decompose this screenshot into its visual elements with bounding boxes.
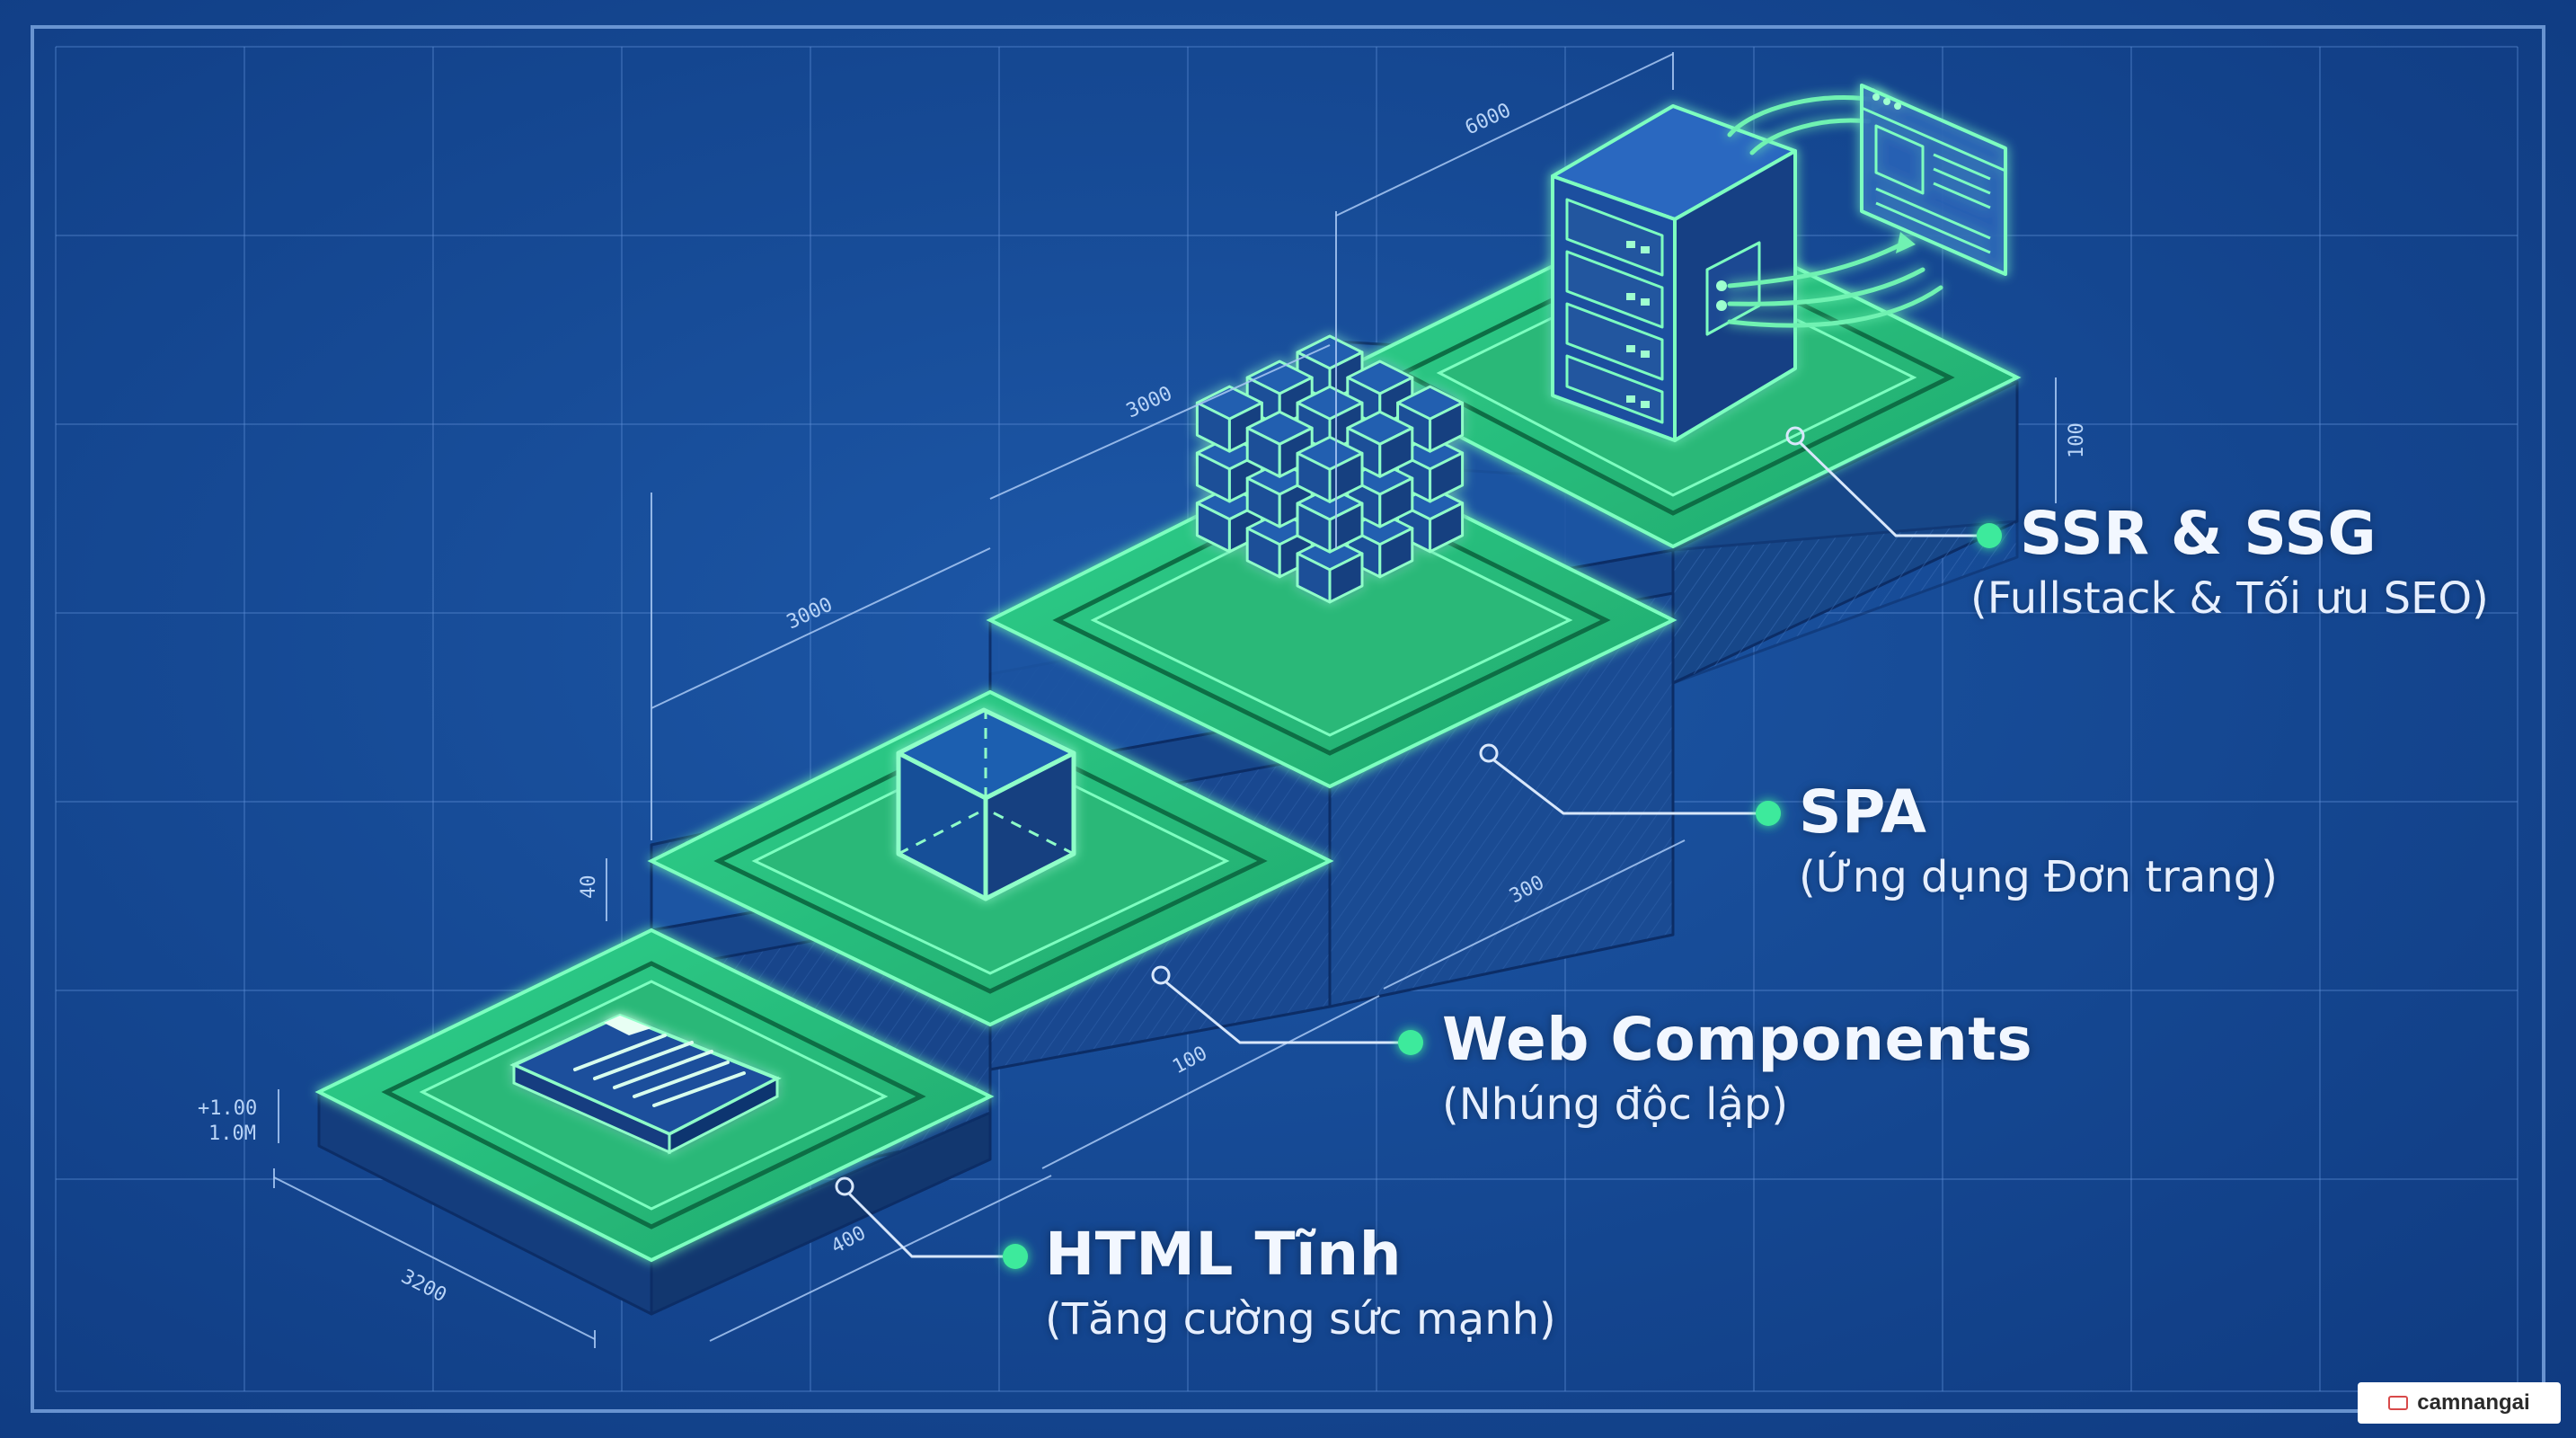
leader-lines xyxy=(835,426,1986,1258)
label-spa: SPA (Ứng dụng Đơn trang) xyxy=(1799,777,2278,906)
step-title: SSR & SSG xyxy=(2020,499,2377,568)
browser-window xyxy=(1860,84,2007,276)
dim-base-height: 1.0M xyxy=(208,1123,256,1145)
step-subtitle: (Fullstack & Tối ưu SEO) xyxy=(1970,573,2489,624)
outer-frame xyxy=(31,25,2545,1413)
dimension-lines xyxy=(273,52,2057,1348)
label-ssr-ssg: SSR & SSG (Fullstack & Tối ưu SEO) xyxy=(1970,498,2489,627)
label-web-components: Web Components (Nhúng độc lập) xyxy=(1442,1004,2032,1133)
step-subtitle: (Nhúng độc lập) xyxy=(1442,1079,1789,1130)
small-cube-icon xyxy=(1245,360,1314,428)
server-browser-icon xyxy=(1551,84,2007,442)
watermark-badge: camnangai xyxy=(2358,1382,2561,1424)
step-title: Web Components xyxy=(1442,1005,2033,1074)
book-logo-icon xyxy=(2388,1396,2409,1410)
step-title: SPA xyxy=(1799,777,1927,847)
dim-top-height: 100 xyxy=(2066,422,2088,458)
dim-base-width: 3200 xyxy=(397,1265,450,1307)
dim-base-offset: +1.00 xyxy=(198,1097,257,1120)
step-subtitle: (Ứng dụng Đơn trang) xyxy=(1799,852,2278,902)
cube-cluster-icon xyxy=(1195,334,1465,604)
dim-run-2: 3000 xyxy=(1123,382,1176,422)
small-cube-icon xyxy=(1296,485,1364,554)
document-icon xyxy=(509,1013,782,1155)
dim-step-rise: 40 xyxy=(578,875,600,900)
leader-dots xyxy=(1003,523,2002,1269)
step-title: HTML Tĩnh xyxy=(1045,1220,1403,1289)
dim-seg-2: 100 xyxy=(1169,1043,1211,1079)
label-html-tinh: HTML Tĩnh (Tăng cường sức mạnh) xyxy=(1045,1219,1556,1348)
server-rack xyxy=(1551,104,1797,442)
cube-icon xyxy=(896,707,1076,901)
watermark-text: camnangai xyxy=(2417,1390,2530,1415)
small-cube-icon xyxy=(1296,435,1364,503)
step-subtitle: (Tăng cường sức mạnh) xyxy=(1045,1294,1556,1345)
